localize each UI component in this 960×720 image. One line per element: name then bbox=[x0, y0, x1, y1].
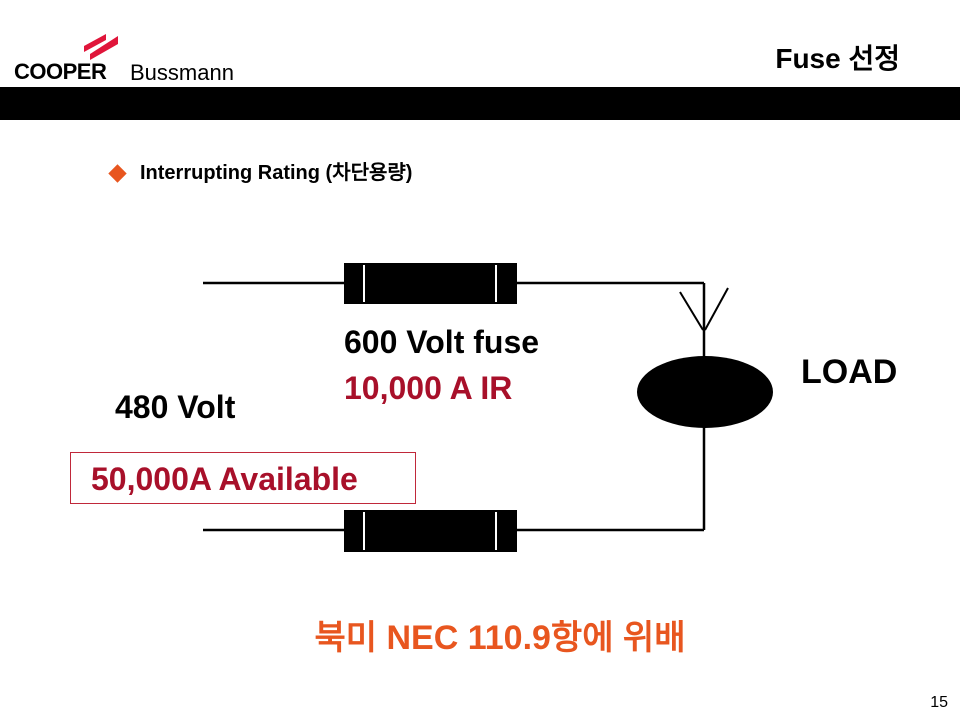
logo-brand-cooper: COOPER bbox=[14, 59, 107, 84]
fuse-rating-label: 600 Volt fuse bbox=[344, 324, 540, 360]
available-current-box: 50,000A Available bbox=[70, 452, 416, 504]
system-voltage-label: 480 Volt bbox=[115, 389, 236, 425]
bullet-item: Interrupting Rating (차단용량) bbox=[108, 160, 412, 186]
top-fuse bbox=[344, 263, 517, 304]
logo-brand-bussmann: Bussmann bbox=[130, 60, 234, 85]
page-number: 15 bbox=[930, 694, 948, 711]
company-logo: COOPER Bussmann bbox=[14, 30, 274, 86]
fuse-interrupting-rating: 10,000 A IR bbox=[344, 370, 513, 406]
available-current-text: 50,000A Available bbox=[91, 461, 358, 497]
load-label: LOAD bbox=[801, 353, 898, 391]
load-arrow-icon bbox=[679, 287, 729, 331]
bullet-text: Interrupting Rating (차단용량) bbox=[140, 162, 413, 184]
header-bar bbox=[0, 87, 960, 120]
logo-mark-icon bbox=[84, 34, 118, 60]
code-violation-note: 북미 NEC 110.9항에 위배 bbox=[314, 619, 686, 657]
slide-title: Fuse 선정 bbox=[775, 43, 900, 74]
bottom-fuse bbox=[344, 510, 517, 552]
load-ellipse bbox=[637, 356, 773, 428]
